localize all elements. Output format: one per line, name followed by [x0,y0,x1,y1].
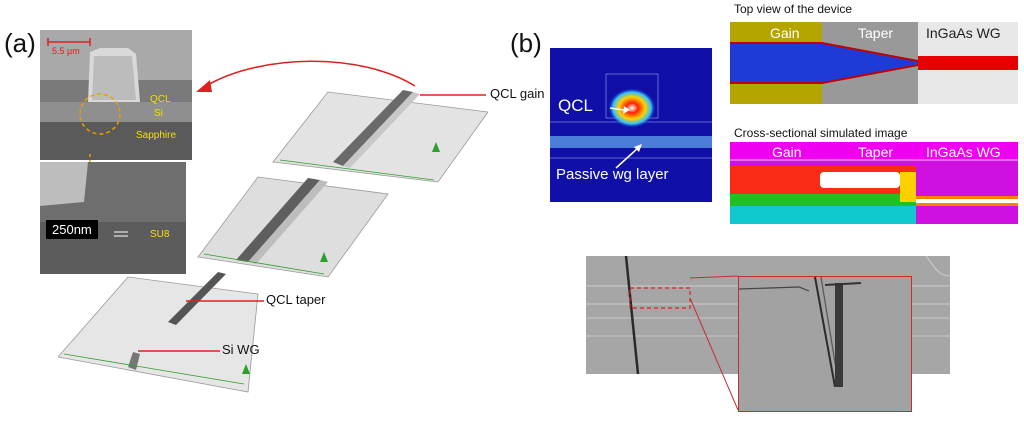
callout-si-wg: Si WG [222,342,260,357]
cross-section-diagram: Gain Taper InGaAs WG [730,142,1018,224]
mode-field-image [550,73,712,169]
top-view-wg-label: InGaAs WG [926,25,1001,41]
callout-line-si-wg [138,350,220,352]
panel-a-letter: (a) [4,28,36,58]
panel-b-letter: (b) [510,28,542,58]
device-3d-render [58,90,488,393]
sem-cross-section-zoom: 250nm SU8 [40,162,186,274]
cross-section-image [730,159,1018,224]
cross-section-title: Cross-sectional simulated image [734,126,908,140]
scale-box-250nm: 250nm [46,220,98,239]
sem-label-qcl: QCL [150,94,171,105]
sem-label-su8: SU8 [150,229,170,240]
cross-section-gain-label: Gain [772,144,802,160]
callout-qcl-taper: QCL taper [266,292,326,307]
sem-zoom-image [40,162,186,274]
mode-label-passive: Passive wg layer [556,166,669,183]
mode-label-qcl: QCL [558,96,593,115]
scale-label-5-5um: 5.5 µm [52,46,80,56]
sem-zoom-inset [738,276,912,412]
cross-section-taper-label: Taper [858,144,894,160]
mode-simulation: QCL Passive wg layer [550,48,712,202]
zoom-arrow [196,60,416,92]
callout-line-taper [186,300,264,302]
top-view-diagram: Gain Taper InGaAs WG [730,22,1018,104]
sem-label-sapphire: Sapphire [136,130,177,141]
top-view-gain-label: Gain [770,25,800,41]
sem-zoom-inset-image [738,276,911,411]
top-view-title: Top view of the device [734,2,853,16]
top-view-image [730,22,1018,104]
sem-cross-section-top: 5.5 µm QCL Si Sapphire [40,30,192,160]
cross-section-wg-label: InGaAs WG [926,144,1001,160]
sem-top-image [40,30,192,160]
top-view-taper-label: Taper [858,25,894,41]
zoom-connector-lines [689,275,739,411]
callout-line-gain [420,94,486,96]
callout-qcl-gain: QCL gain [490,86,545,101]
sem-label-si: Si [154,108,163,119]
